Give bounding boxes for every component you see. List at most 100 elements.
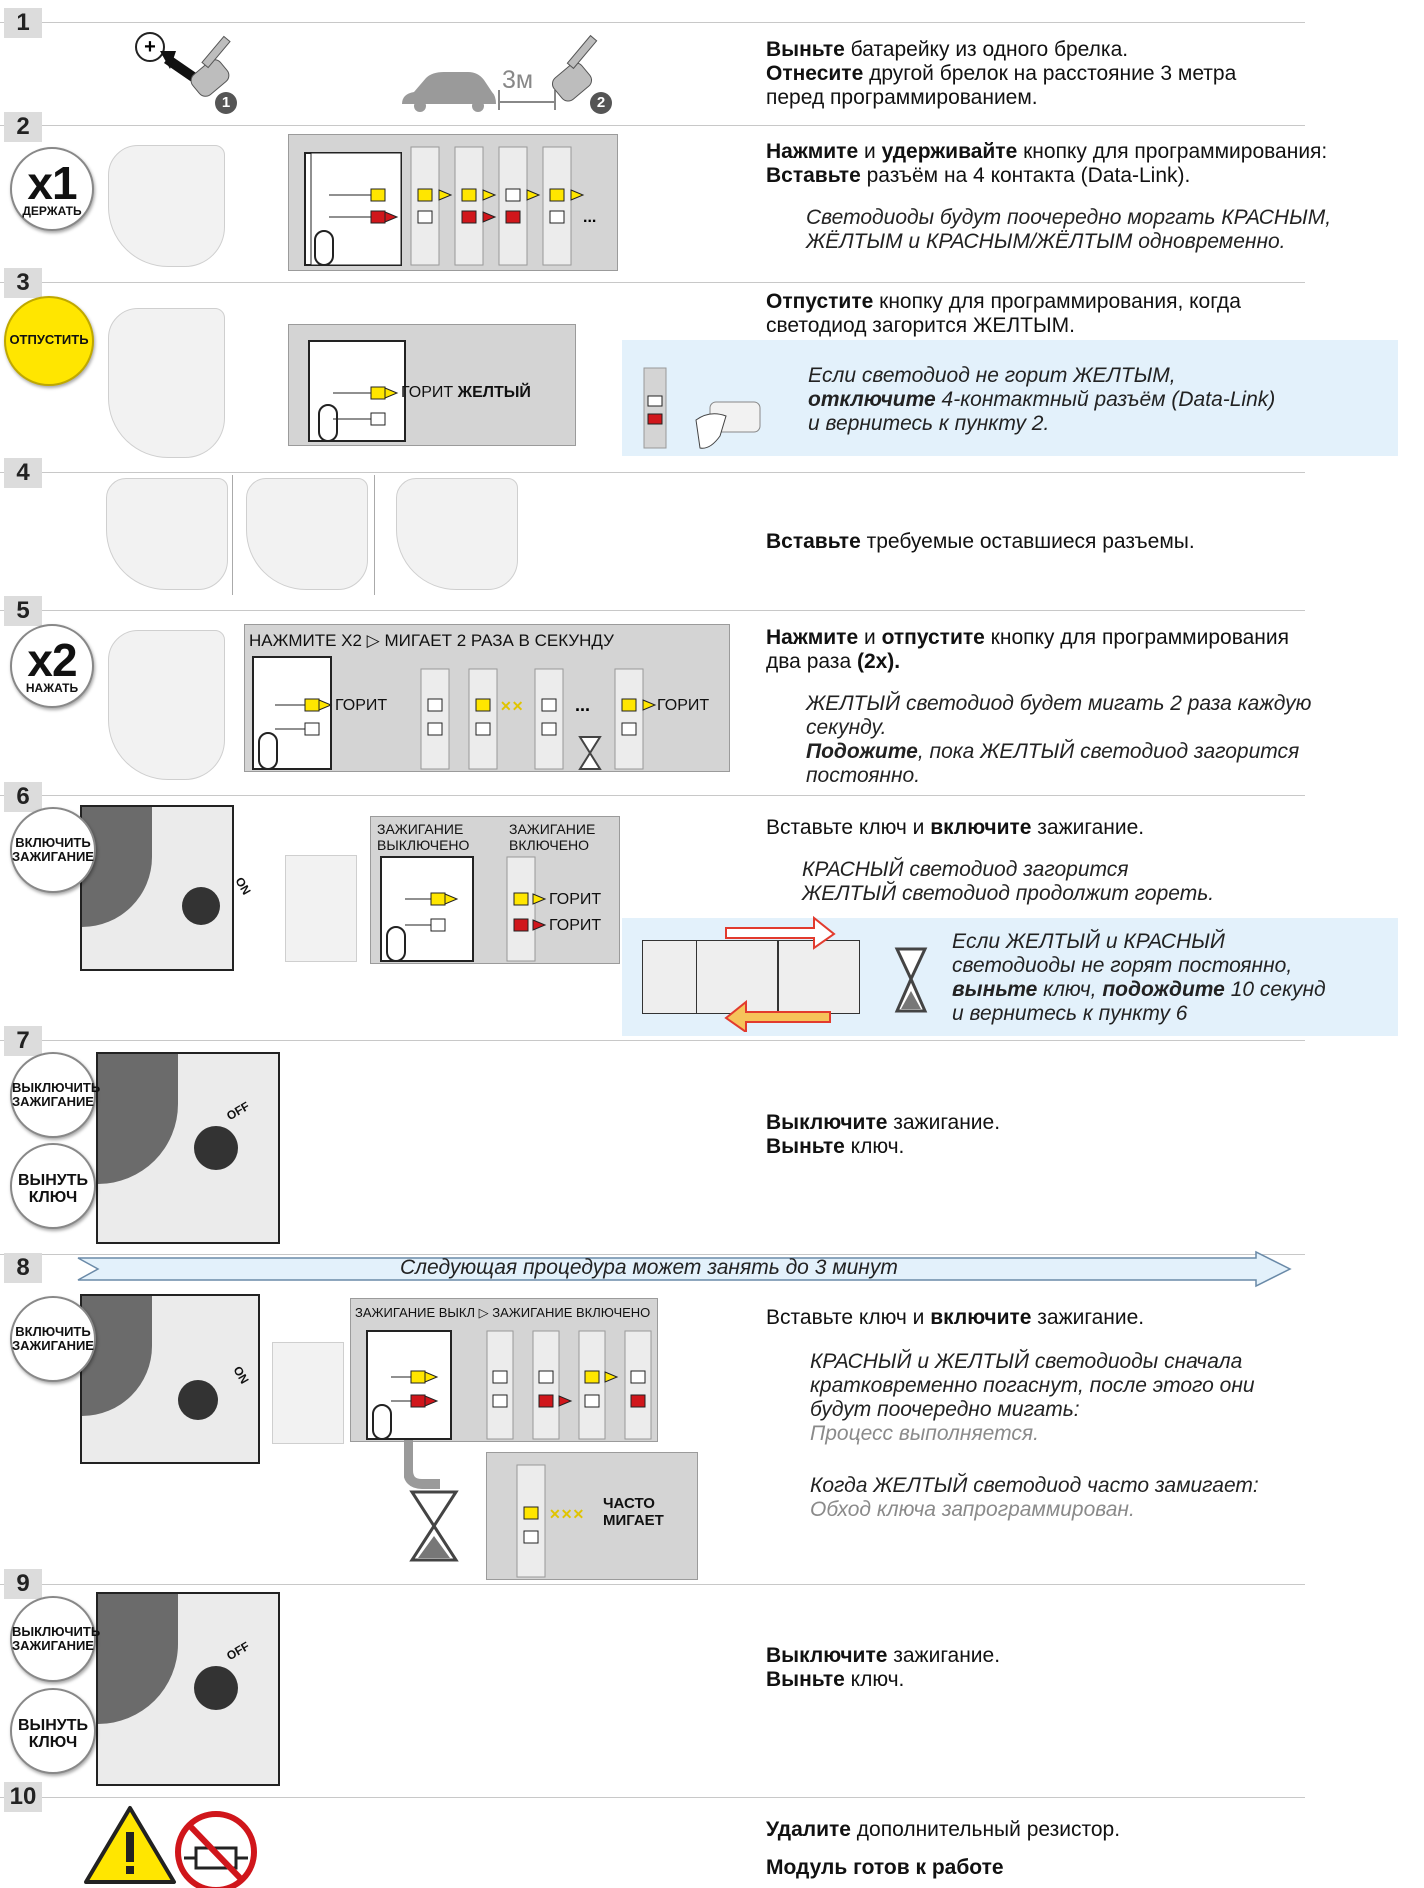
hourglass-icon	[894, 947, 928, 1013]
ignition-on-badge: ВКЛЮЧИТЬ ЗАЖИГАНИЕ	[10, 807, 96, 893]
badge-label: ВЫКЛЮЧИТЬ ЗАЖИГАНИЕ	[12, 1624, 101, 1653]
ignition-shadow	[98, 1594, 178, 1724]
step-6-note: Если ЖЕЛТЫЙ и КРАСНЫЙ светодиоды не горя…	[952, 930, 1326, 1026]
text: ключ.	[844, 1135, 905, 1158]
step-1-text: Выньте батарейку из одного брелка. Отнес…	[766, 38, 1236, 110]
led-status-label: ГОРИТ	[549, 917, 602, 934]
text: зажигание.	[887, 1111, 1001, 1134]
distance-label: 3м	[502, 66, 534, 94]
note-text: постоянно.	[806, 764, 921, 787]
badge-count: x2	[27, 634, 77, 686]
step-8-text: Вставьте ключ и включите зажигание. КРАС…	[766, 1306, 1259, 1522]
cycle-arrows-icon	[724, 915, 836, 1032]
text: зажигание.	[887, 1644, 1001, 1667]
connector-insert-illustration-3	[396, 478, 518, 590]
badge-count: x1	[27, 157, 77, 209]
label: ВКЛЮЧЕНО	[509, 837, 590, 853]
note-text: и вернитесь к пункту 2.	[808, 412, 1050, 435]
marker-2: 2	[590, 92, 612, 114]
led-diagram-panel: ЗАЖИГАНИЕ ВЫКЛ ▷ ЗАЖИГАНИЕ ВКЛЮЧЕНО	[350, 1298, 658, 1442]
ignition-off-illustration: OFF	[96, 1052, 280, 1244]
divider	[0, 1797, 1305, 1798]
hand-release-illustration	[108, 308, 225, 458]
text-strong: Вставьте	[766, 530, 861, 553]
warning-resistor-icon	[84, 1806, 257, 1888]
led-status-label: ГОРИТ	[335, 697, 388, 714]
duration-arrow	[77, 1250, 1292, 1288]
note-text: ЖЕЛТЫЙ светодиод продолжит гореть.	[802, 882, 1215, 905]
led-status-label: ГОРИТ	[657, 697, 710, 714]
note-text: кратковременно погаснут, после этого они	[810, 1374, 1255, 1397]
ignition-off-illustration: OFF	[96, 1592, 280, 1786]
divider	[0, 125, 1305, 126]
ignition-lock-icon	[194, 1666, 238, 1710]
module-ready-text: Модуль готов к работе	[766, 1856, 1004, 1879]
badge-label: ДЕРЖАТЬ	[22, 204, 82, 218]
step-number: 9	[4, 1569, 42, 1599]
text: и	[858, 626, 882, 649]
key-position-label: ON	[230, 1363, 252, 1387]
led-blink-sequence-diagram	[366, 1330, 652, 1440]
text: и	[858, 140, 882, 163]
label: МИГАЕТ 2 РАЗА В СЕКУНДУ	[384, 631, 614, 650]
step-number: 10	[4, 1782, 42, 1812]
connector-insert-illustration-1	[106, 478, 228, 590]
badge-label: ВЫНУТЬ КЛЮЧ	[18, 1172, 88, 1206]
ignition-shadow	[98, 1054, 178, 1184]
step-number: 8	[4, 1253, 42, 1283]
divider	[0, 1584, 1305, 1585]
label: МИГАЕТ	[603, 1512, 664, 1529]
text: зажигание.	[1031, 816, 1145, 839]
divider	[0, 282, 1305, 283]
text-strong: Нажмите	[766, 140, 859, 163]
note-text: ЖЕЛТЫЙ светодиод будет мигать 2 раза каж…	[806, 692, 1312, 715]
key-fob-battery-icon: +	[135, 32, 231, 97]
badge-label: НАЖАТЬ	[25, 681, 79, 695]
note-text: , пока ЖЕЛТЫЙ светодиод загорится	[917, 740, 1300, 763]
note-text: ключ,	[1037, 978, 1103, 1001]
text: Вставьте ключ и	[766, 1306, 931, 1329]
ignition-lock-icon	[194, 1126, 238, 1170]
led-sequence-diagram: ...	[304, 146, 596, 266]
note-text: Если светодиод не горит ЖЕЛТЫМ,	[808, 364, 1176, 387]
text-strong: (2x).	[856, 650, 901, 673]
divider	[0, 22, 1305, 23]
text-strong: удерживайте	[881, 140, 1018, 163]
note-text: Когда ЖЕЛТЫЙ светодиод часто замигает:	[810, 1474, 1259, 1497]
note-text: светодиоды не горят постоянно,	[952, 954, 1293, 977]
label: ЗАЖИГАНИЕ	[509, 821, 596, 837]
marker-1: 1	[215, 92, 237, 114]
text: светодиод загорится ЖЕЛТЫМ.	[766, 314, 1075, 337]
text: кнопку для программирования, когда	[873, 290, 1241, 313]
text: кнопку для программирования:	[1017, 140, 1328, 163]
note-text: и вернитесь к пункту 6	[952, 1002, 1188, 1025]
note-strong: выньте	[952, 978, 1038, 1001]
divider	[0, 1254, 1305, 1255]
divider	[0, 610, 1305, 611]
svg-text:+: +	[144, 36, 156, 58]
step-number: 7	[4, 1026, 42, 1056]
step-6-text: Вставьте ключ и включите зажигание. КРАС…	[766, 816, 1214, 906]
text: дополнительный резистор.	[850, 1818, 1121, 1841]
note-strong: Подожите	[806, 740, 918, 763]
label: ВЫКЛЮЧЕНО	[377, 837, 470, 853]
text: ключ.	[844, 1668, 905, 1691]
note-text: КРАСНЫЙ и ЖЕЛТЫЙ светодиоды сначала	[810, 1350, 1243, 1373]
step-number: 3	[4, 268, 42, 298]
step-number: 4	[4, 458, 42, 488]
step-number: 6	[4, 782, 42, 812]
duration-arrow-text: Следующая процедура может занять до 3 ми…	[400, 1256, 898, 1279]
led-diagram-panel: ...	[288, 134, 618, 271]
car-icon	[402, 72, 496, 112]
ignition-lock-icon	[182, 887, 220, 925]
note-strong: отключите	[808, 388, 936, 411]
badge-label: ВЫКЛЮЧИТЬ ЗАЖИГАНИЕ	[12, 1080, 101, 1109]
step-9-text: Выключите зажигание. Выньте ключ.	[766, 1644, 1000, 1692]
badge-label: ВКЛЮЧИТЬ ЗАЖИГАНИЕ	[12, 835, 94, 864]
text-strong: Выключите	[766, 1644, 888, 1667]
step-4-text: Вставьте требуемые оставшиеся разъемы.	[766, 530, 1195, 554]
ignition-off-badge: ВЫКЛЮЧИТЬ ЗАЖИГАНИЕ	[10, 1596, 101, 1682]
ignition-off-badge: ВЫКЛЮЧИТЬ ЗАЖИГАНИЕ	[10, 1052, 101, 1138]
